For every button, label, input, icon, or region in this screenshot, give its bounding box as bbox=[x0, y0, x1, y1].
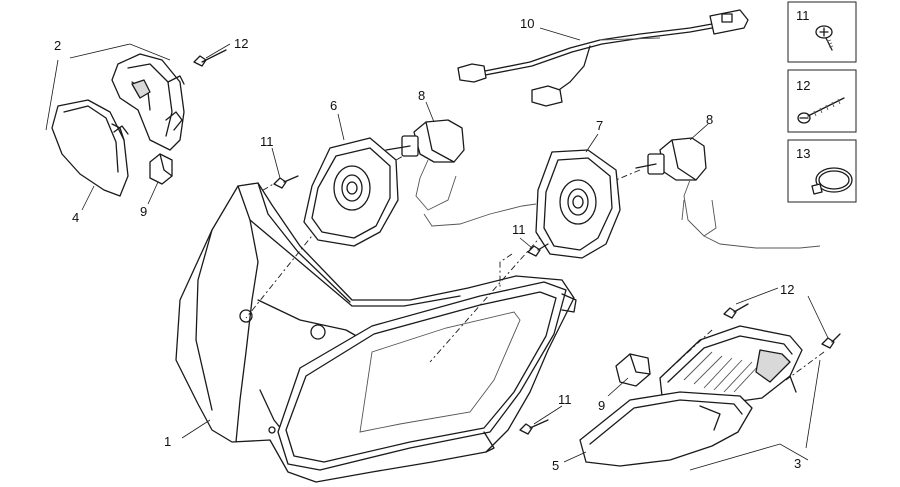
rubber-boot-right[interactable] bbox=[535, 149, 621, 259]
rubber-boot-left[interactable] bbox=[303, 137, 399, 247]
callout-11-bottom: 11 bbox=[558, 392, 572, 407]
headlight-bulb-right[interactable] bbox=[635, 137, 821, 249]
screw-12-top[interactable] bbox=[193, 49, 227, 67]
callout-11-middle: 11 bbox=[512, 222, 526, 237]
callout-1: 1 bbox=[164, 434, 171, 449]
screw-12-right-a[interactable] bbox=[723, 303, 749, 319]
screw-icon bbox=[815, 25, 834, 51]
inset-label-12: 12 bbox=[796, 78, 810, 93]
callout-6: 6 bbox=[330, 98, 337, 113]
leader-lines bbox=[45, 27, 829, 471]
screw-11-middle[interactable] bbox=[527, 243, 549, 257]
self-tapping-screw-icon bbox=[797, 97, 845, 124]
callout-9-left: 9 bbox=[140, 204, 147, 219]
callout-12-right: 12 bbox=[780, 282, 794, 297]
callout-labels: 1 2 3 4 5 6 7 8 8 9 9 10 11 11 11 12 12 bbox=[54, 16, 801, 473]
turn-signal-lens[interactable] bbox=[579, 391, 753, 467]
screw-11-left[interactable] bbox=[273, 175, 299, 189]
wiring-harness[interactable] bbox=[457, 9, 749, 107]
callout-8-right: 8 bbox=[706, 112, 713, 127]
callout-11-left: 11 bbox=[260, 134, 274, 149]
callout-5: 5 bbox=[552, 458, 559, 473]
hose-clamp-icon bbox=[811, 167, 853, 195]
parking-light-lens[interactable] bbox=[51, 99, 129, 197]
callout-7: 7 bbox=[596, 118, 603, 133]
callout-2: 2 bbox=[54, 38, 61, 53]
callout-12-top: 12 bbox=[234, 36, 248, 51]
inset-label-13: 13 bbox=[796, 146, 810, 161]
inset-screw-11[interactable]: 11 bbox=[787, 1, 857, 63]
headlight-bulb-left[interactable] bbox=[385, 119, 537, 227]
parking-bulb-left[interactable] bbox=[149, 153, 173, 185]
callout-9-right: 9 bbox=[598, 398, 605, 413]
inset-hose-clamp-13[interactable]: 13 bbox=[787, 139, 857, 203]
inset-screw-12[interactable]: 12 bbox=[787, 69, 857, 133]
callout-10: 10 bbox=[520, 16, 534, 31]
screw-12-right-b[interactable] bbox=[821, 333, 841, 349]
inset-panel: 11 12 13 bbox=[787, 1, 857, 203]
turn-signal-bulb[interactable] bbox=[615, 353, 651, 387]
screw-11-bottom[interactable] bbox=[519, 419, 549, 435]
inset-label-11: 11 bbox=[796, 8, 810, 23]
parking-light-assembly[interactable] bbox=[111, 53, 185, 151]
headlight-housing[interactable] bbox=[175, 182, 577, 483]
turn-signal-assembly[interactable] bbox=[659, 325, 803, 405]
callout-4: 4 bbox=[72, 210, 79, 225]
callout-8-left: 8 bbox=[418, 88, 425, 103]
callout-3: 3 bbox=[794, 456, 801, 471]
